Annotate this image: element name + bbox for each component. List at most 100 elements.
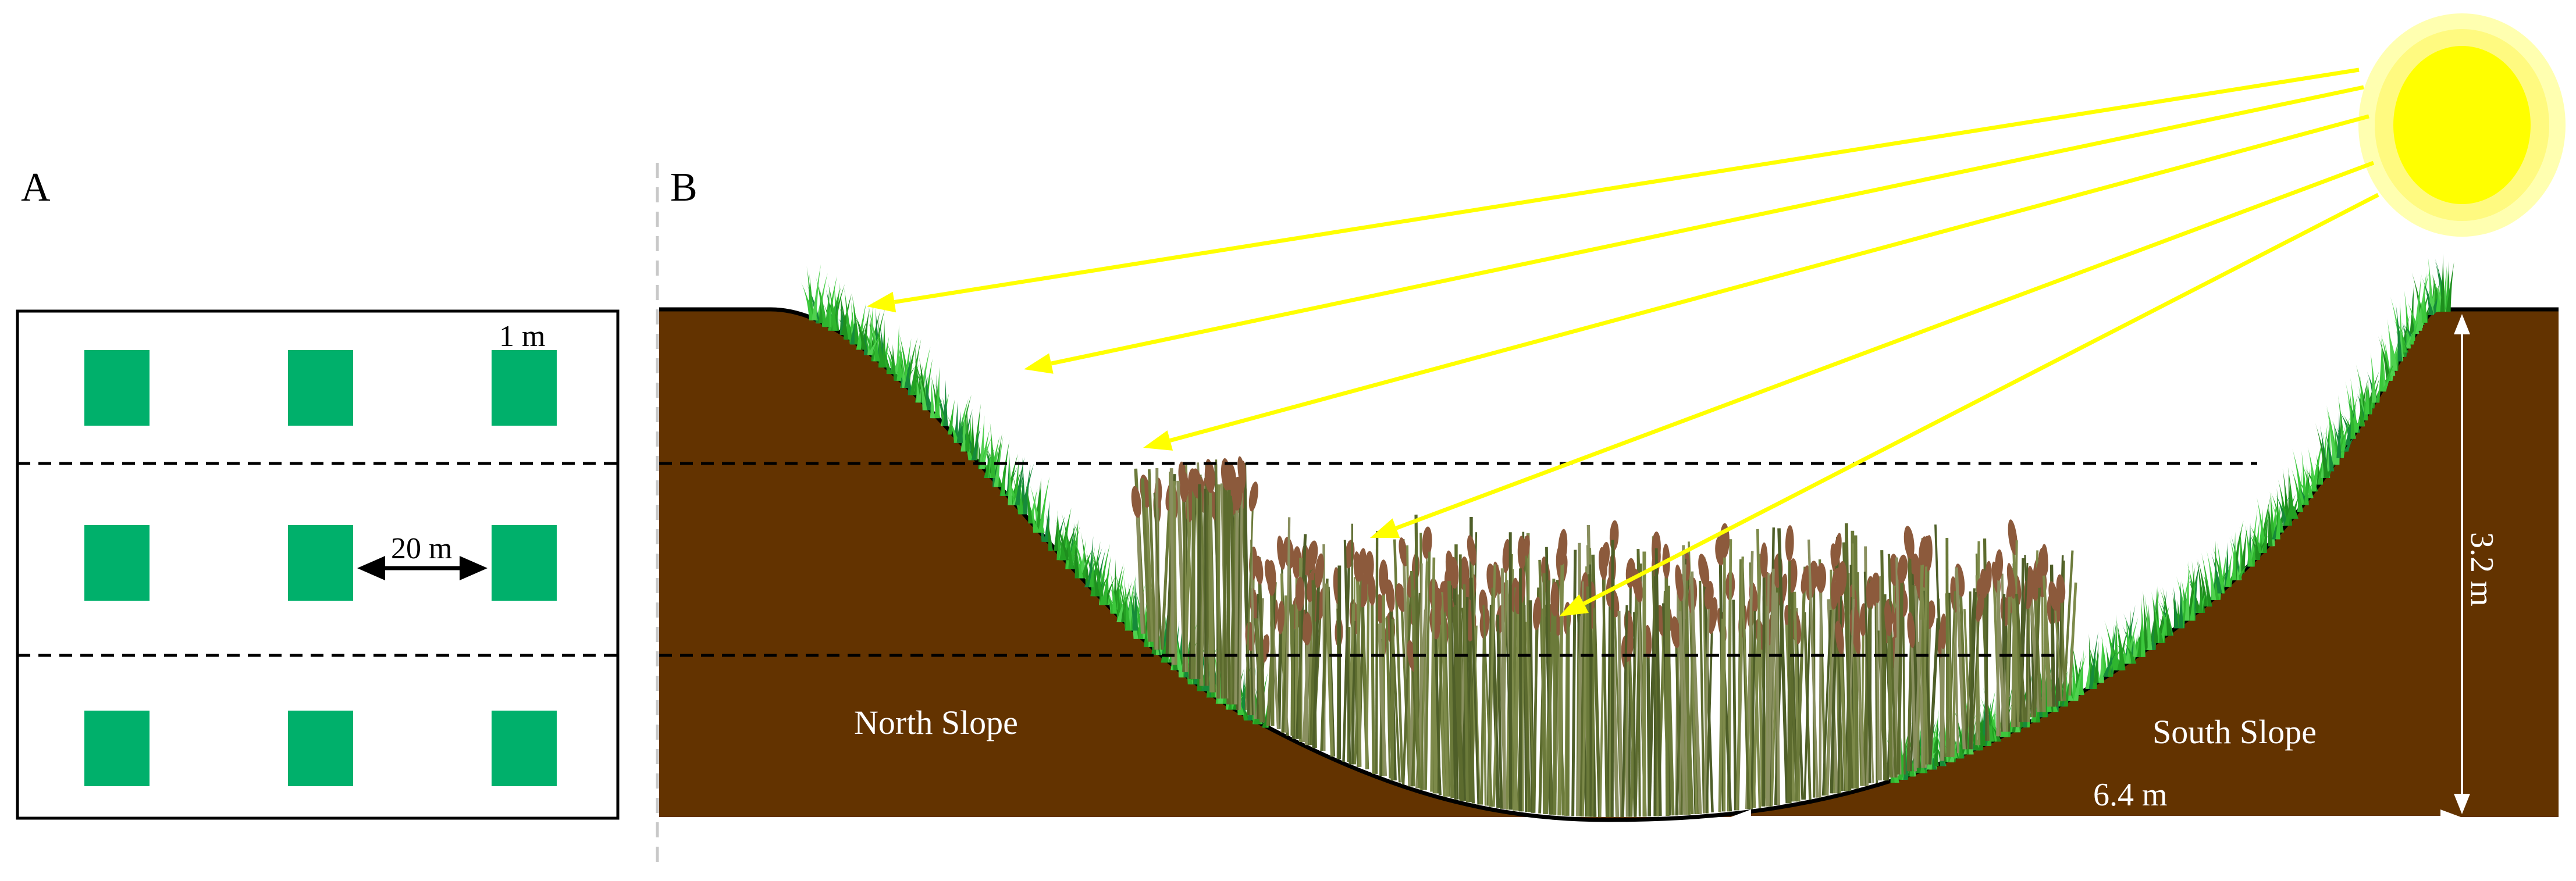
grass-blade (2240, 526, 2248, 574)
reed-stem (1140, 478, 1151, 642)
grass-blade (849, 318, 856, 345)
reed-stem (1955, 567, 1966, 750)
reed-stem (1346, 630, 1351, 765)
grass-blade (2178, 581, 2183, 629)
sampling-plot (84, 350, 150, 426)
grass-blade (878, 317, 884, 368)
grass-blade (1045, 513, 1053, 551)
cattail-head (1816, 563, 1827, 593)
reed-stem (2058, 555, 2064, 701)
grass-blade (2073, 654, 2086, 701)
reed-stem (1741, 584, 1752, 809)
sampling-plot (288, 350, 353, 426)
reed-stem (1897, 556, 1905, 775)
grass-blade (1038, 476, 1050, 533)
grass-blade (1091, 554, 1104, 597)
reed-stem (1355, 554, 1362, 767)
reed-stem (1236, 491, 1242, 710)
grass-blade (1027, 513, 1040, 533)
panel-b-label: B (670, 165, 698, 210)
panel-a: A 1 m 20 m (16, 165, 620, 820)
grass-blade (980, 430, 990, 469)
reed-stem (1290, 604, 1295, 736)
grass-blade (1008, 451, 1013, 505)
reed-stem (1190, 491, 1196, 679)
cattail-head (1204, 461, 1215, 493)
grass-blade (2236, 562, 2250, 580)
grass-blade (973, 404, 981, 461)
reed-stem (1689, 576, 1702, 815)
cattail-head (1445, 550, 1455, 586)
grass-blade (2440, 254, 2445, 312)
grass-blade (2278, 479, 2288, 526)
grass-blade (2383, 360, 2396, 387)
grass-blade (2427, 297, 2434, 315)
reed-stem (1234, 480, 1239, 705)
grass-blade (2408, 284, 2414, 345)
grass-blade (2396, 303, 2403, 362)
reed-stem (1325, 583, 1334, 757)
grass-blade (1098, 544, 1111, 597)
grass-blade (825, 287, 830, 327)
grass-blade (2269, 491, 2275, 540)
reed-stem (1602, 551, 1609, 818)
grass-blade (1055, 519, 1069, 561)
reed-stem (1732, 600, 1737, 811)
reed-stem (1225, 461, 1231, 705)
grass-blade (1240, 668, 1246, 715)
grass-blade (960, 408, 966, 452)
grass-blade (828, 281, 838, 331)
grass-blade (1088, 556, 1095, 587)
grass-blade (2381, 334, 2392, 381)
reed-stem (1826, 580, 1837, 796)
height-dimension-arrow (2454, 314, 2470, 814)
grass-blade (1024, 480, 1033, 524)
cattail-head (1835, 620, 1844, 655)
grass-blade (2158, 623, 2164, 643)
reed-stem (1351, 620, 1356, 765)
reed-stem (1821, 609, 1832, 796)
reed-stem (1795, 566, 1807, 802)
cattail-head (1557, 529, 1568, 566)
grass-blade (979, 437, 992, 469)
grass-blade (947, 414, 959, 443)
reed-stem (1525, 555, 1535, 813)
grass-blade (2105, 645, 2112, 677)
grass-blade (2133, 631, 2138, 657)
reed-stem (1375, 531, 1379, 774)
grass-blade (2203, 573, 2212, 607)
reed-stem (1243, 463, 1251, 716)
cattail-head (1255, 555, 1264, 585)
grass-blade (1015, 456, 1025, 505)
height-label: 3.2 m (2464, 532, 2500, 607)
grass-blade (1958, 740, 1964, 759)
grass-blade (896, 345, 902, 381)
grass-blade (2197, 559, 2208, 607)
reed-stem (1557, 534, 1565, 816)
grass-blade (2042, 662, 2048, 718)
grass-blade (2257, 497, 2267, 554)
grass-blade (2378, 336, 2391, 381)
grass-blade (958, 418, 963, 443)
grass-blade (904, 354, 912, 388)
grass-blade (1116, 591, 1128, 623)
cattail-head (1760, 542, 1768, 578)
sampling-plot (492, 711, 557, 786)
cattail-head (1897, 554, 1908, 584)
cattail-head (1598, 547, 1607, 580)
grass-blade (2152, 598, 2159, 643)
panel-a-label: A (21, 165, 51, 210)
reed-stem (1762, 547, 1766, 807)
grass-blade (2211, 552, 2222, 594)
reed-stem (1968, 591, 1977, 750)
cattail-head (1704, 580, 1714, 609)
grass-blade (1110, 572, 1118, 614)
reed-stem (1723, 527, 1726, 812)
reed-stem (1756, 529, 1764, 807)
grass-blade (867, 335, 881, 356)
width-label: 6.4 m (2093, 777, 2168, 813)
reed-stem (1655, 548, 1662, 816)
grass-blade (1034, 480, 1041, 533)
reed-stem (1775, 592, 1781, 805)
